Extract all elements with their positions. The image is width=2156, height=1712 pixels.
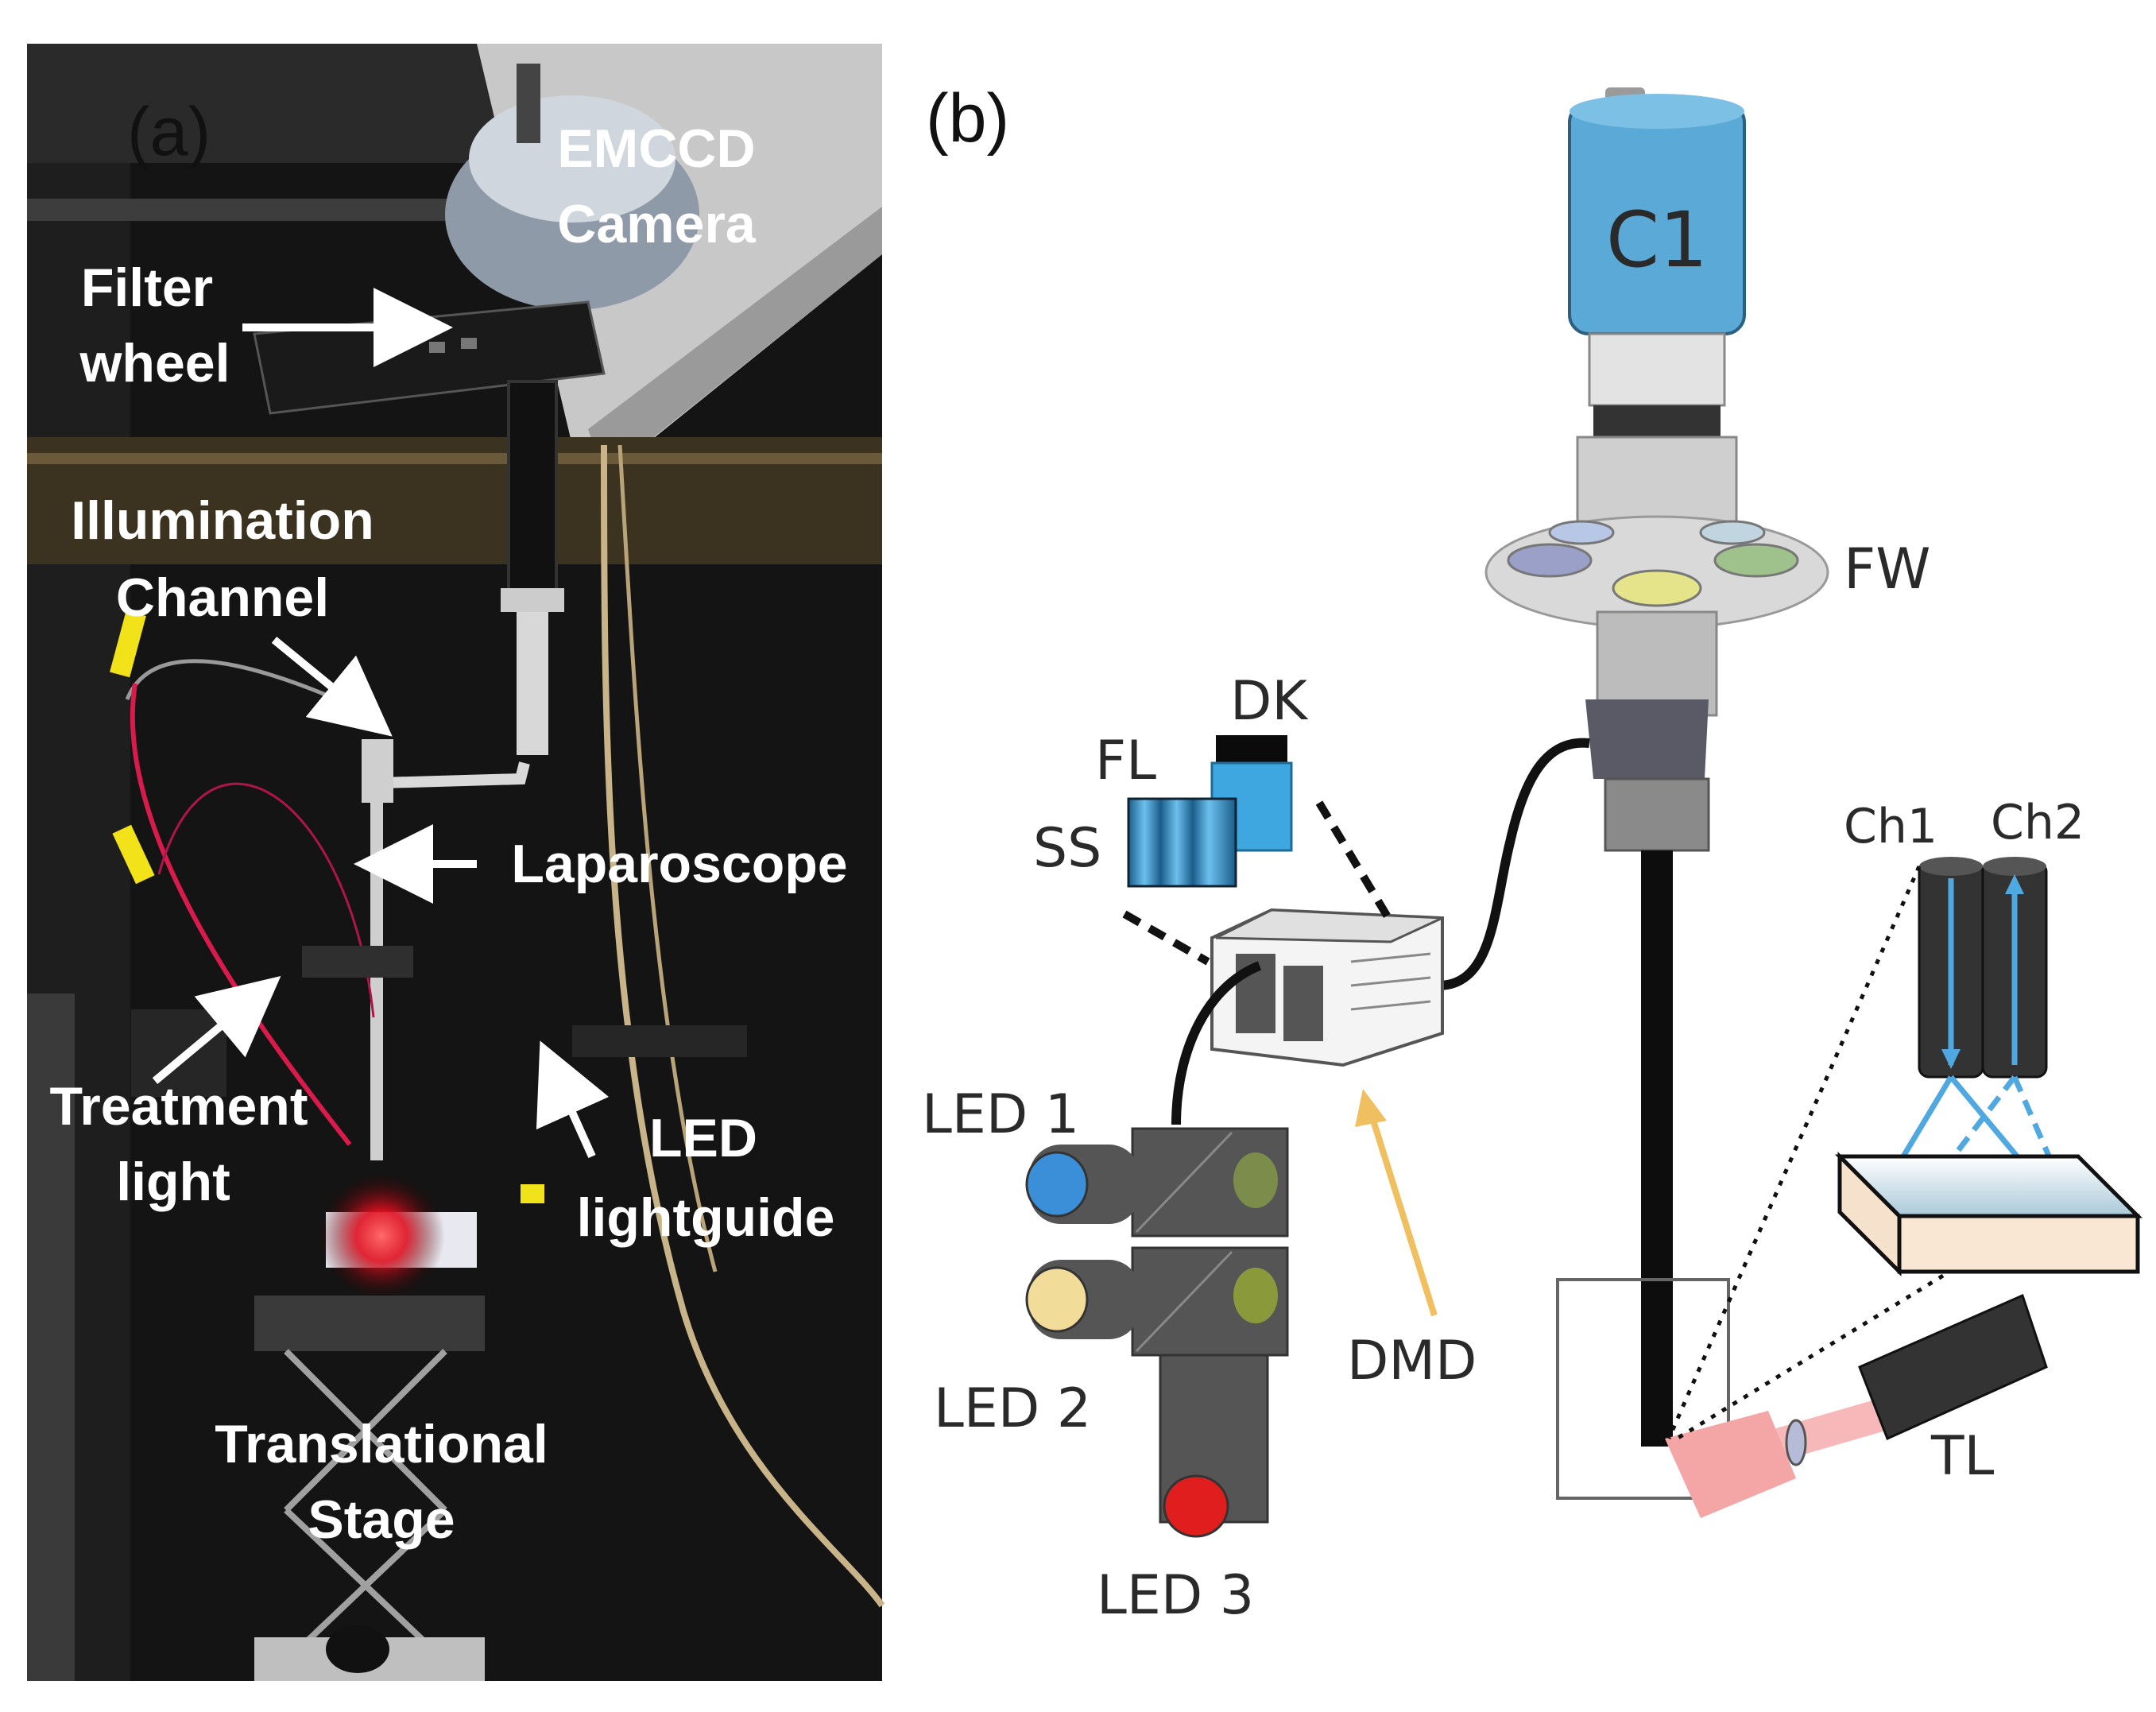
zoom-line-2: [1675, 1273, 1945, 1441]
led-dmd-cable: [1171, 961, 1262, 1125]
label-led1: LED 1: [922, 1083, 1079, 1146]
label-dk: DK: [1230, 670, 1309, 733]
arrow-led-lightguide: [536, 1040, 610, 1159]
panel-b-schematic: (b) C1 FW: [922, 80, 2143, 1627]
dash-ss-dmd: [1122, 910, 1210, 966]
label-channel: Channel: [116, 567, 329, 628]
label-treatment: Treatment: [50, 1076, 308, 1137]
pattern-ss: [1127, 797, 1237, 888]
mount-rod: [27, 199, 472, 221]
lens-stack: [507, 380, 558, 606]
rail-left: [27, 994, 75, 1681]
filter-purple: [1507, 543, 1593, 578]
label-led: LED: [649, 1108, 757, 1168]
label-lightguide: lightguide: [577, 1187, 835, 1248]
label-ch2: Ch2: [1991, 795, 2084, 850]
red-treatment-glow: [318, 1172, 445, 1299]
label-stage: Stage: [308, 1489, 455, 1550]
panel-a-photo: (a) EMCCD Camera Filter wheel Illuminati…: [27, 44, 885, 1681]
stage-top: [254, 1296, 485, 1351]
label-illumination: Illumination: [71, 490, 374, 551]
label-laparoscope: Laparoscope: [511, 834, 847, 894]
label-tl: TL: [1930, 1425, 1995, 1488]
camera-adapter: [1588, 332, 1726, 407]
dmd-scope-cable: [1438, 738, 1590, 990]
filter-yellow: [1612, 569, 1702, 607]
label-ch1: Ch1: [1844, 799, 1937, 854]
zoom-line-1: [1666, 865, 1922, 1440]
arrow-dmd: [1368, 1111, 1438, 1317]
label-led2: LED 2: [934, 1377, 1091, 1440]
label-emccd: EMCCD: [557, 118, 755, 179]
filter-green: [1713, 543, 1799, 578]
tape-2: [112, 824, 155, 885]
label-wheel: wheel: [79, 333, 230, 393]
led-3: [1163, 1474, 1229, 1538]
label-fw: FW: [1844, 536, 1930, 602]
arrow-treatment: [152, 975, 281, 1084]
label-light: light: [116, 1152, 230, 1212]
treatment-beam-cone: [1665, 1411, 1796, 1518]
label-filter: Filter: [81, 258, 213, 318]
label-ss: SS: [1033, 817, 1101, 880]
label-c1: C1: [1606, 196, 1708, 285]
label-translational: Translational: [215, 1414, 548, 1474]
laser-lens: [1785, 1419, 1807, 1466]
scissor-jack: [284, 1349, 447, 1664]
label-led3: LED 3: [1097, 1564, 1254, 1627]
panel-a-letter: (a): [127, 94, 211, 170]
laparoscope-shaft: [1641, 850, 1673, 1447]
tip-inset-box: [1556, 1278, 1730, 1500]
panel-b-letter: (b): [926, 80, 1009, 157]
label-fl: FL: [1095, 730, 1156, 792]
arrow-illumination: [271, 637, 393, 737]
led-lightguide-cable: [601, 444, 885, 1608]
treatment-laser: [1858, 1293, 2048, 1441]
label-camera: Camera: [557, 194, 757, 254]
tape-1: [110, 610, 146, 678]
red-fiber: [130, 683, 352, 1146]
tissue-sample-side: [1897, 1214, 2140, 1274]
scope-coupler: [1585, 699, 1709, 779]
led-1: [1025, 1151, 1089, 1218]
label-dmd: DMD: [1347, 1330, 1477, 1392]
led-2: [1025, 1266, 1089, 1333]
dash-dk-dmd: [1315, 800, 1395, 924]
